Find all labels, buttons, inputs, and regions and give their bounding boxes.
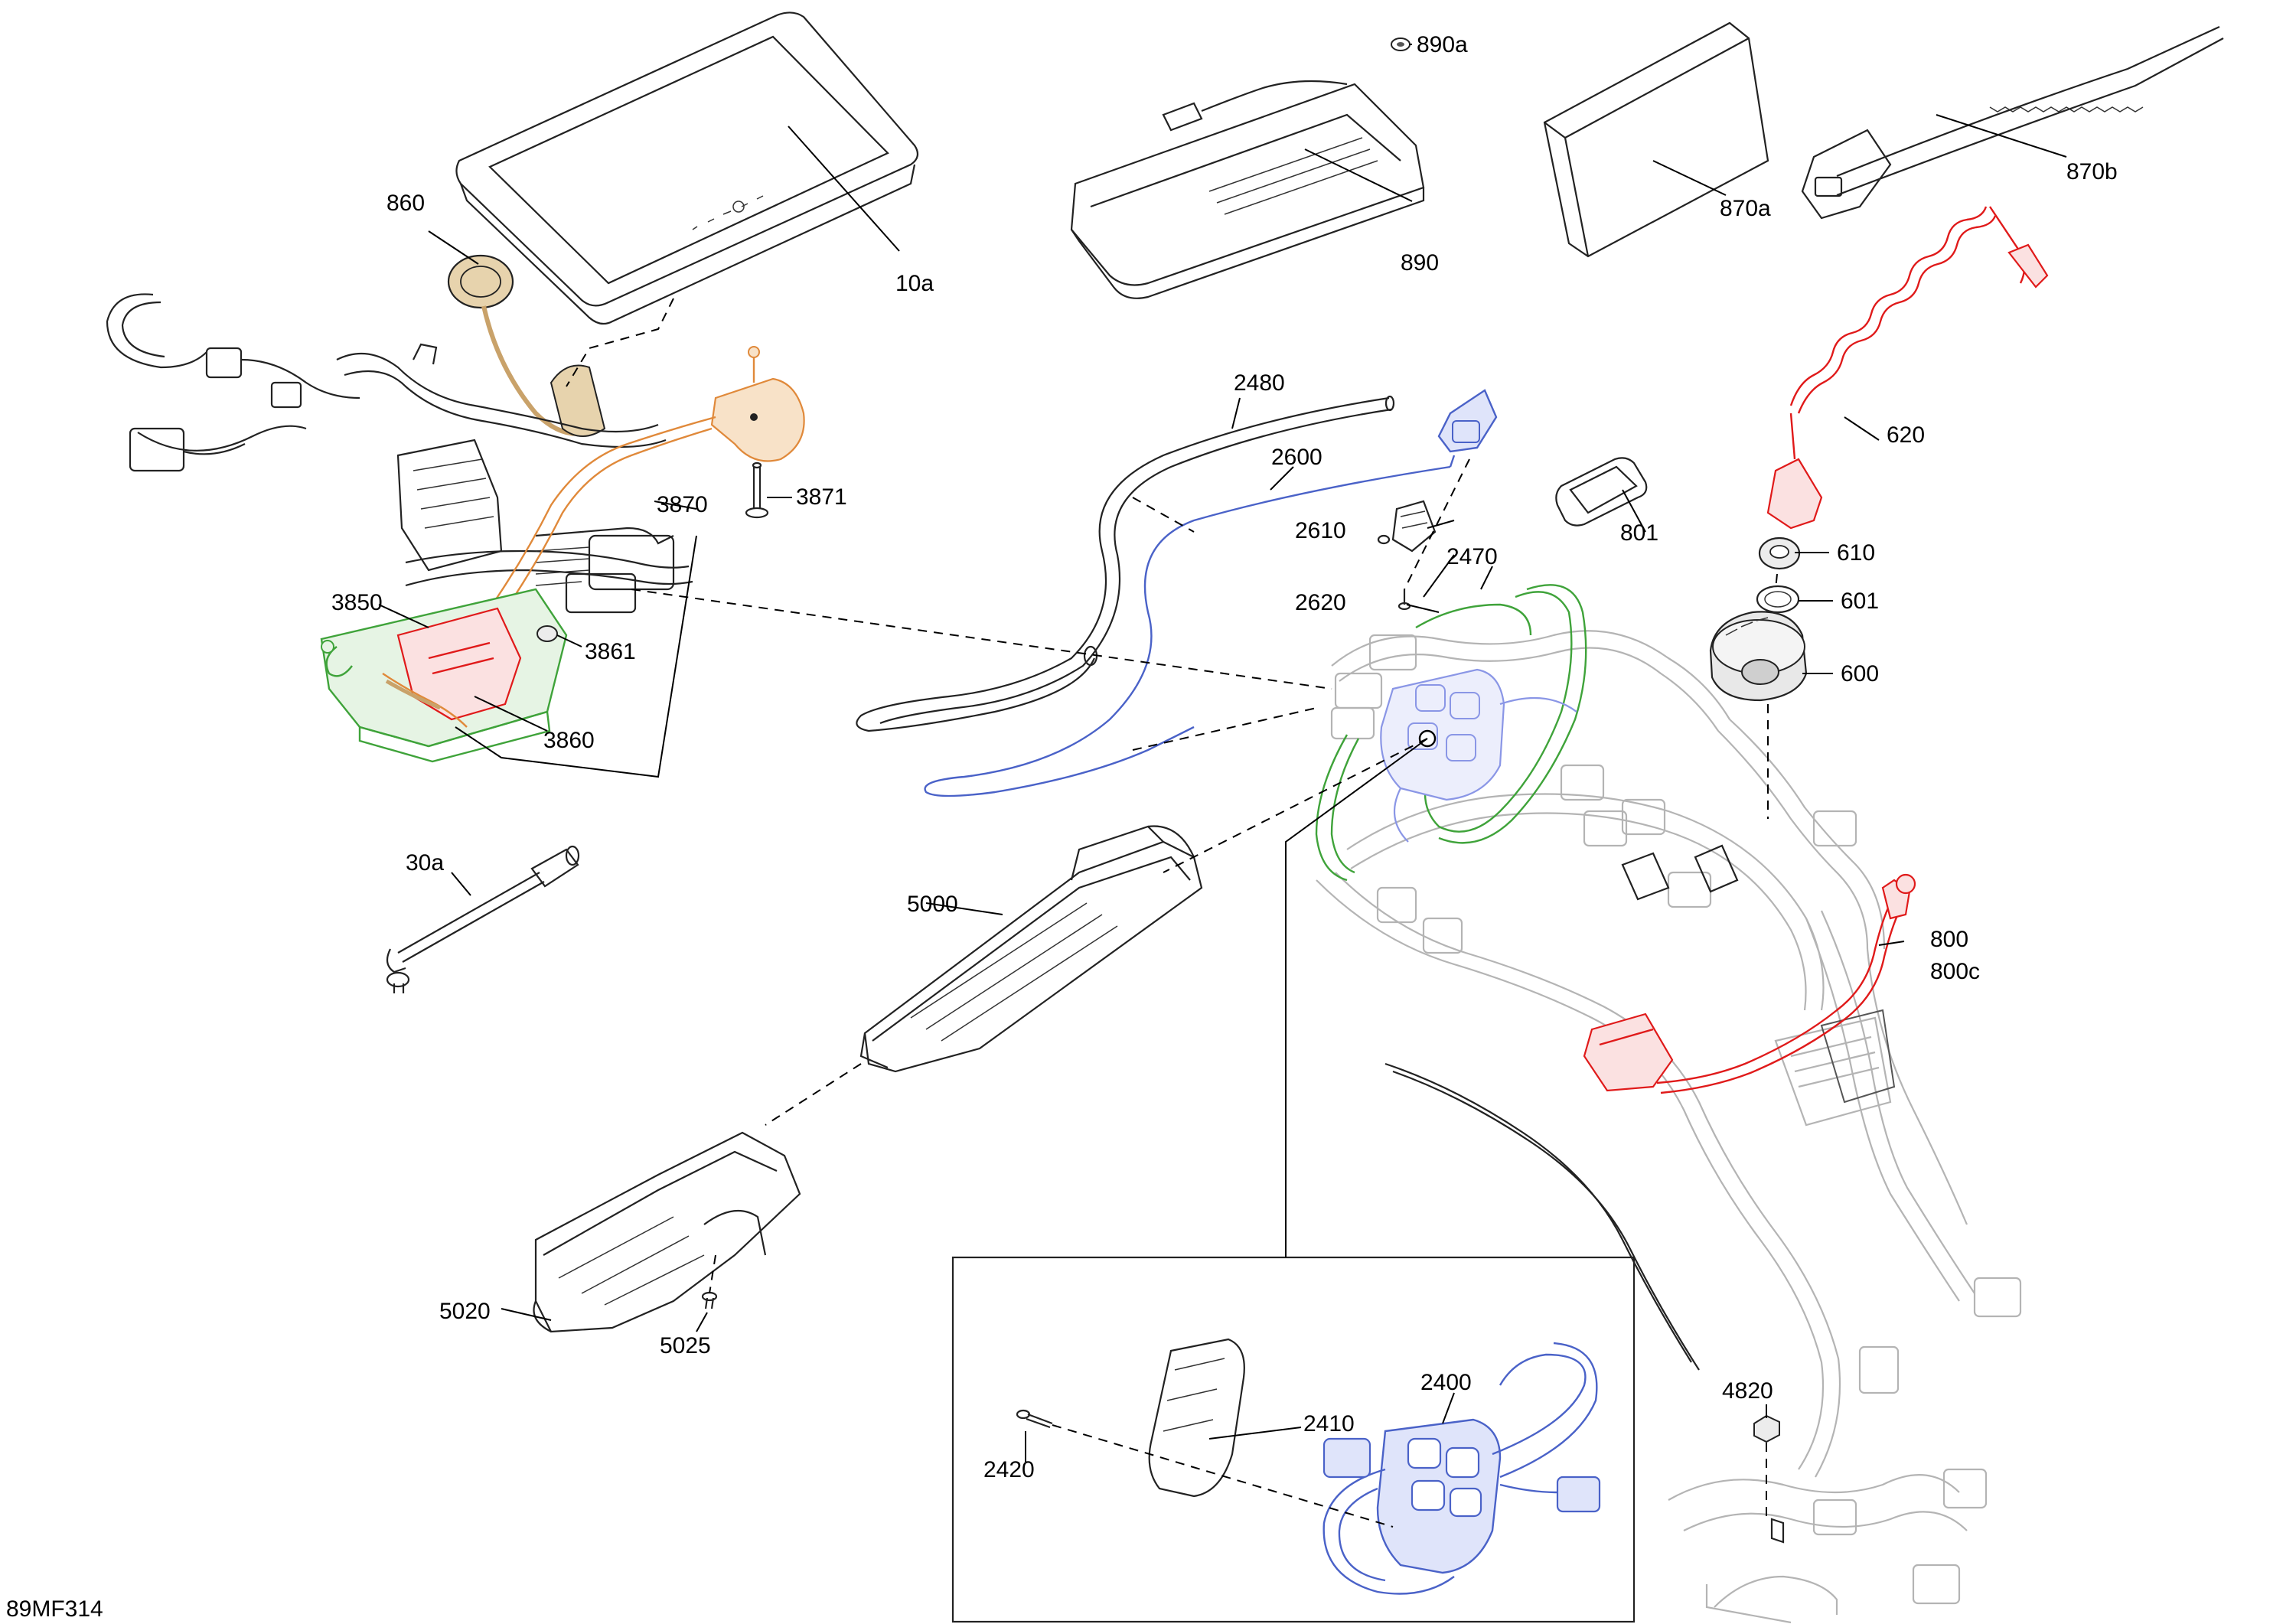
- label-601: 601: [1841, 589, 1879, 614]
- label-620: 620: [1887, 422, 1925, 448]
- main-harness: [1316, 630, 2022, 1624]
- part-2480-tube: [856, 395, 1395, 732]
- part-4820-nut: [1753, 1414, 1780, 1443]
- part-2470-harness: [1315, 584, 1587, 882]
- label-3860: 3860: [543, 728, 595, 753]
- label-890: 890: [1401, 250, 1439, 276]
- part-2610-clip: [1377, 500, 1437, 553]
- label-2600: 2600: [1271, 445, 1322, 470]
- label-890a: 890a: [1417, 32, 1468, 57]
- label-2480: 2480: [1234, 370, 1285, 396]
- part-800-cable: [1583, 873, 1916, 1094]
- part-2600-blue-cable: [924, 389, 1498, 797]
- part-610-ring: [1758, 536, 1801, 570]
- part-600-switch: [1709, 611, 1808, 702]
- label-2400: 2400: [1420, 1370, 1472, 1395]
- bracket-outline-3870: [455, 535, 697, 778]
- part-601-washer: [1756, 585, 1800, 614]
- label-5020: 5020: [439, 1299, 491, 1324]
- inset-detail-box: [951, 738, 1636, 1623]
- label-4820: 4820: [1722, 1378, 1773, 1404]
- part-801-gasket: [1555, 457, 1648, 527]
- part-5000-housing: [859, 825, 1203, 1073]
- part-3850-red-bracket: [382, 607, 522, 728]
- label-2420: 2420: [983, 1457, 1035, 1482]
- label-30a: 30a: [406, 850, 444, 876]
- diagram-reference-code: 89MF314: [6, 1596, 103, 1622]
- label-800: 800: [1930, 927, 1968, 952]
- label-5000: 5000: [907, 892, 958, 917]
- part-10a-display: [455, 11, 919, 325]
- assembly-dashed-lines: [566, 298, 1778, 1528]
- label-10a: 10a: [895, 271, 934, 296]
- upper-left-harness: [106, 293, 693, 614]
- label-3850: 3850: [331, 590, 383, 615]
- part-2620-screw: [1397, 589, 1411, 611]
- part-5020-cover: [533, 1131, 801, 1333]
- label-2410: 2410: [1303, 1411, 1355, 1436]
- label-870a: 870a: [1720, 196, 1771, 221]
- part-870b-strap: [1801, 26, 2224, 220]
- part-3861-nut: [536, 625, 558, 642]
- leader-lines: [378, 44, 2067, 1462]
- label-5025: 5025: [660, 1333, 711, 1358]
- part-890a-screw: [1391, 38, 1411, 51]
- part-3871-bolt: [745, 461, 769, 519]
- part-620-lanyard: [1766, 206, 2049, 530]
- part-2410-cover: [1148, 1338, 1245, 1498]
- label-600: 600: [1841, 661, 1879, 686]
- part-5025-screw: [701, 1291, 718, 1309]
- part-2420-screw: [1016, 1409, 1053, 1429]
- label-2470: 2470: [1446, 544, 1498, 569]
- label-3861: 3861: [585, 639, 636, 664]
- label-610: 610: [1837, 540, 1875, 566]
- part-2400-switch: [1322, 1342, 1601, 1595]
- label-3870: 3870: [657, 492, 708, 517]
- part-labels: 10a 860 890a 890 870a 870b 2480 2600 261…: [6, 32, 2118, 1622]
- label-3871: 3871: [796, 484, 847, 510]
- part-30a-cable: [386, 845, 580, 993]
- label-860: 860: [386, 191, 425, 216]
- part-870a-pad: [1543, 21, 1769, 258]
- part-860-sensor: [447, 254, 606, 437]
- label-801: 801: [1620, 520, 1658, 546]
- part-890-module: [1070, 80, 1425, 299]
- label-2620: 2620: [1295, 590, 1346, 615]
- label-870b: 870b: [2066, 159, 2118, 184]
- label-800c: 800c: [1930, 959, 1980, 984]
- label-2610: 2610: [1295, 518, 1346, 543]
